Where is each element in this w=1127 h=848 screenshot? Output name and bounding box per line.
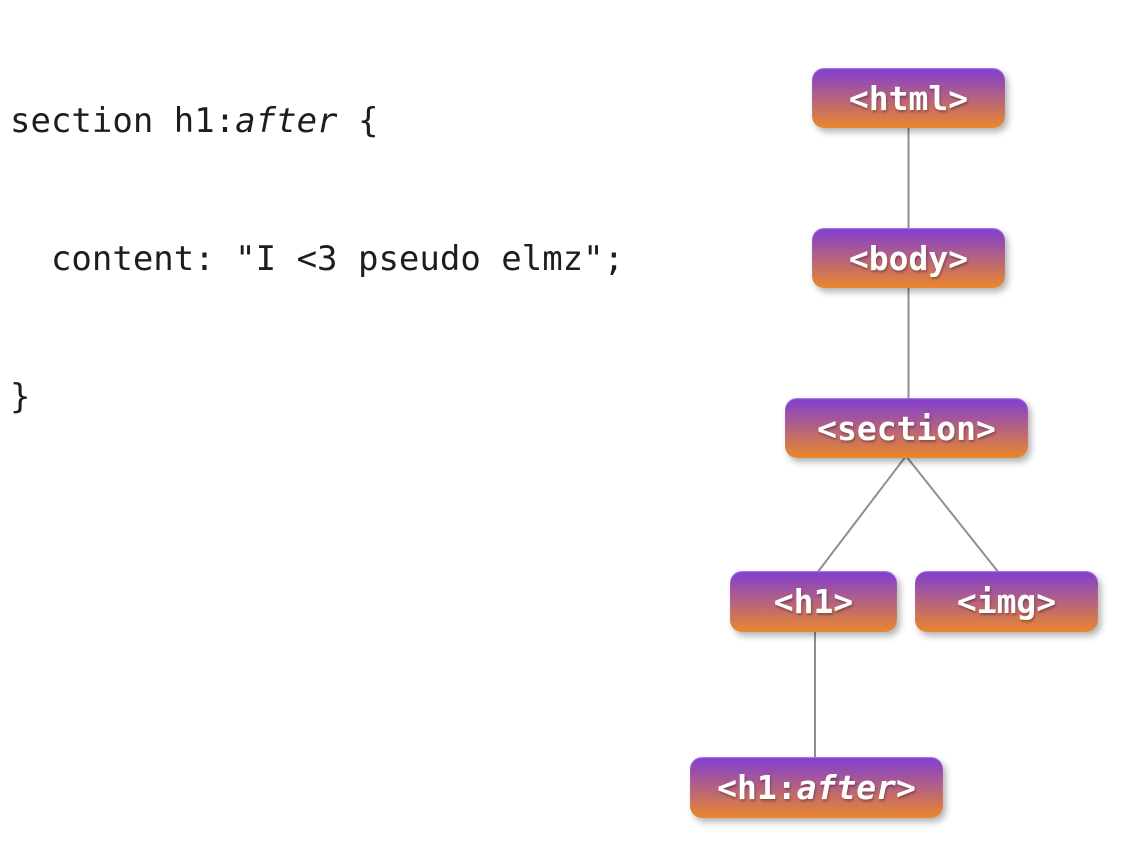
tree-node-h1: <h1> [730,571,897,632]
tree-node-section: <section> [785,398,1028,458]
tree-node-h1-after: <h1:after> [690,757,943,818]
tree-node-h1-after-pre: <h1: [717,768,797,807]
tree-node-h1-after-label: <h1:after> [717,768,916,807]
tree-node-section-label: <section> [817,408,996,448]
css-code-snippet: section h1:after { content: "I <3 pseudo… [10,6,624,512]
code-selector-post: { [337,101,379,141]
tree-node-h1-after-post: > [895,768,916,807]
code-line-declaration: content: "I <3 pseudo elmz"; [10,239,625,279]
tree-node-html-label: <html> [848,78,969,118]
tree-node-h1-after-pseudo: after [796,768,896,807]
tree-node-body: <body> [812,228,1005,288]
tree-node-h1-label: <h1> [773,582,854,621]
code-selector-pseudo: after [235,101,338,141]
tree-node-html: <html> [812,68,1005,128]
code-line-selector: section h1:after { [10,98,624,144]
tree-node-body-label: <body> [848,238,969,278]
edge-section-h1 [816,455,907,574]
tree-node-img-label: <img> [956,582,1057,621]
edge-section-img [905,455,1000,574]
code-line-closing-brace: } [10,377,31,417]
tree-node-img: <img> [915,571,1098,632]
code-selector-pre: section h1: [10,101,236,141]
